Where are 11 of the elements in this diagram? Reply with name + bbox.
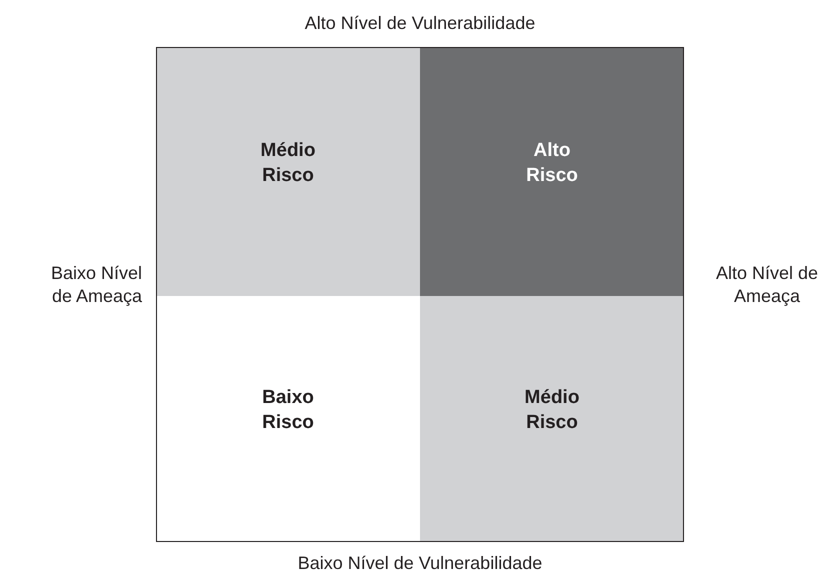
- axis-label: Baixo Nível de Vulnerabilidade: [296, 552, 544, 575]
- risk-quadrant: [420, 296, 684, 542]
- axis-label: Alto Nível de Vulnerabilidade: [304, 12, 536, 35]
- risk-quadrant: [420, 47, 684, 296]
- quadrant-label: Alto Risco: [526, 138, 578, 188]
- axis-label: Baixo Nível de Ameaça: [50, 262, 142, 308]
- quadrant-label: Médio Risco: [524, 386, 580, 435]
- axis-label: Alto Nível de Ameaça: [714, 262, 820, 308]
- risk-quadrant: [156, 47, 420, 296]
- quadrant-label: Baixo Risco: [262, 386, 314, 435]
- quadrant-label: Médio Risco: [260, 138, 316, 188]
